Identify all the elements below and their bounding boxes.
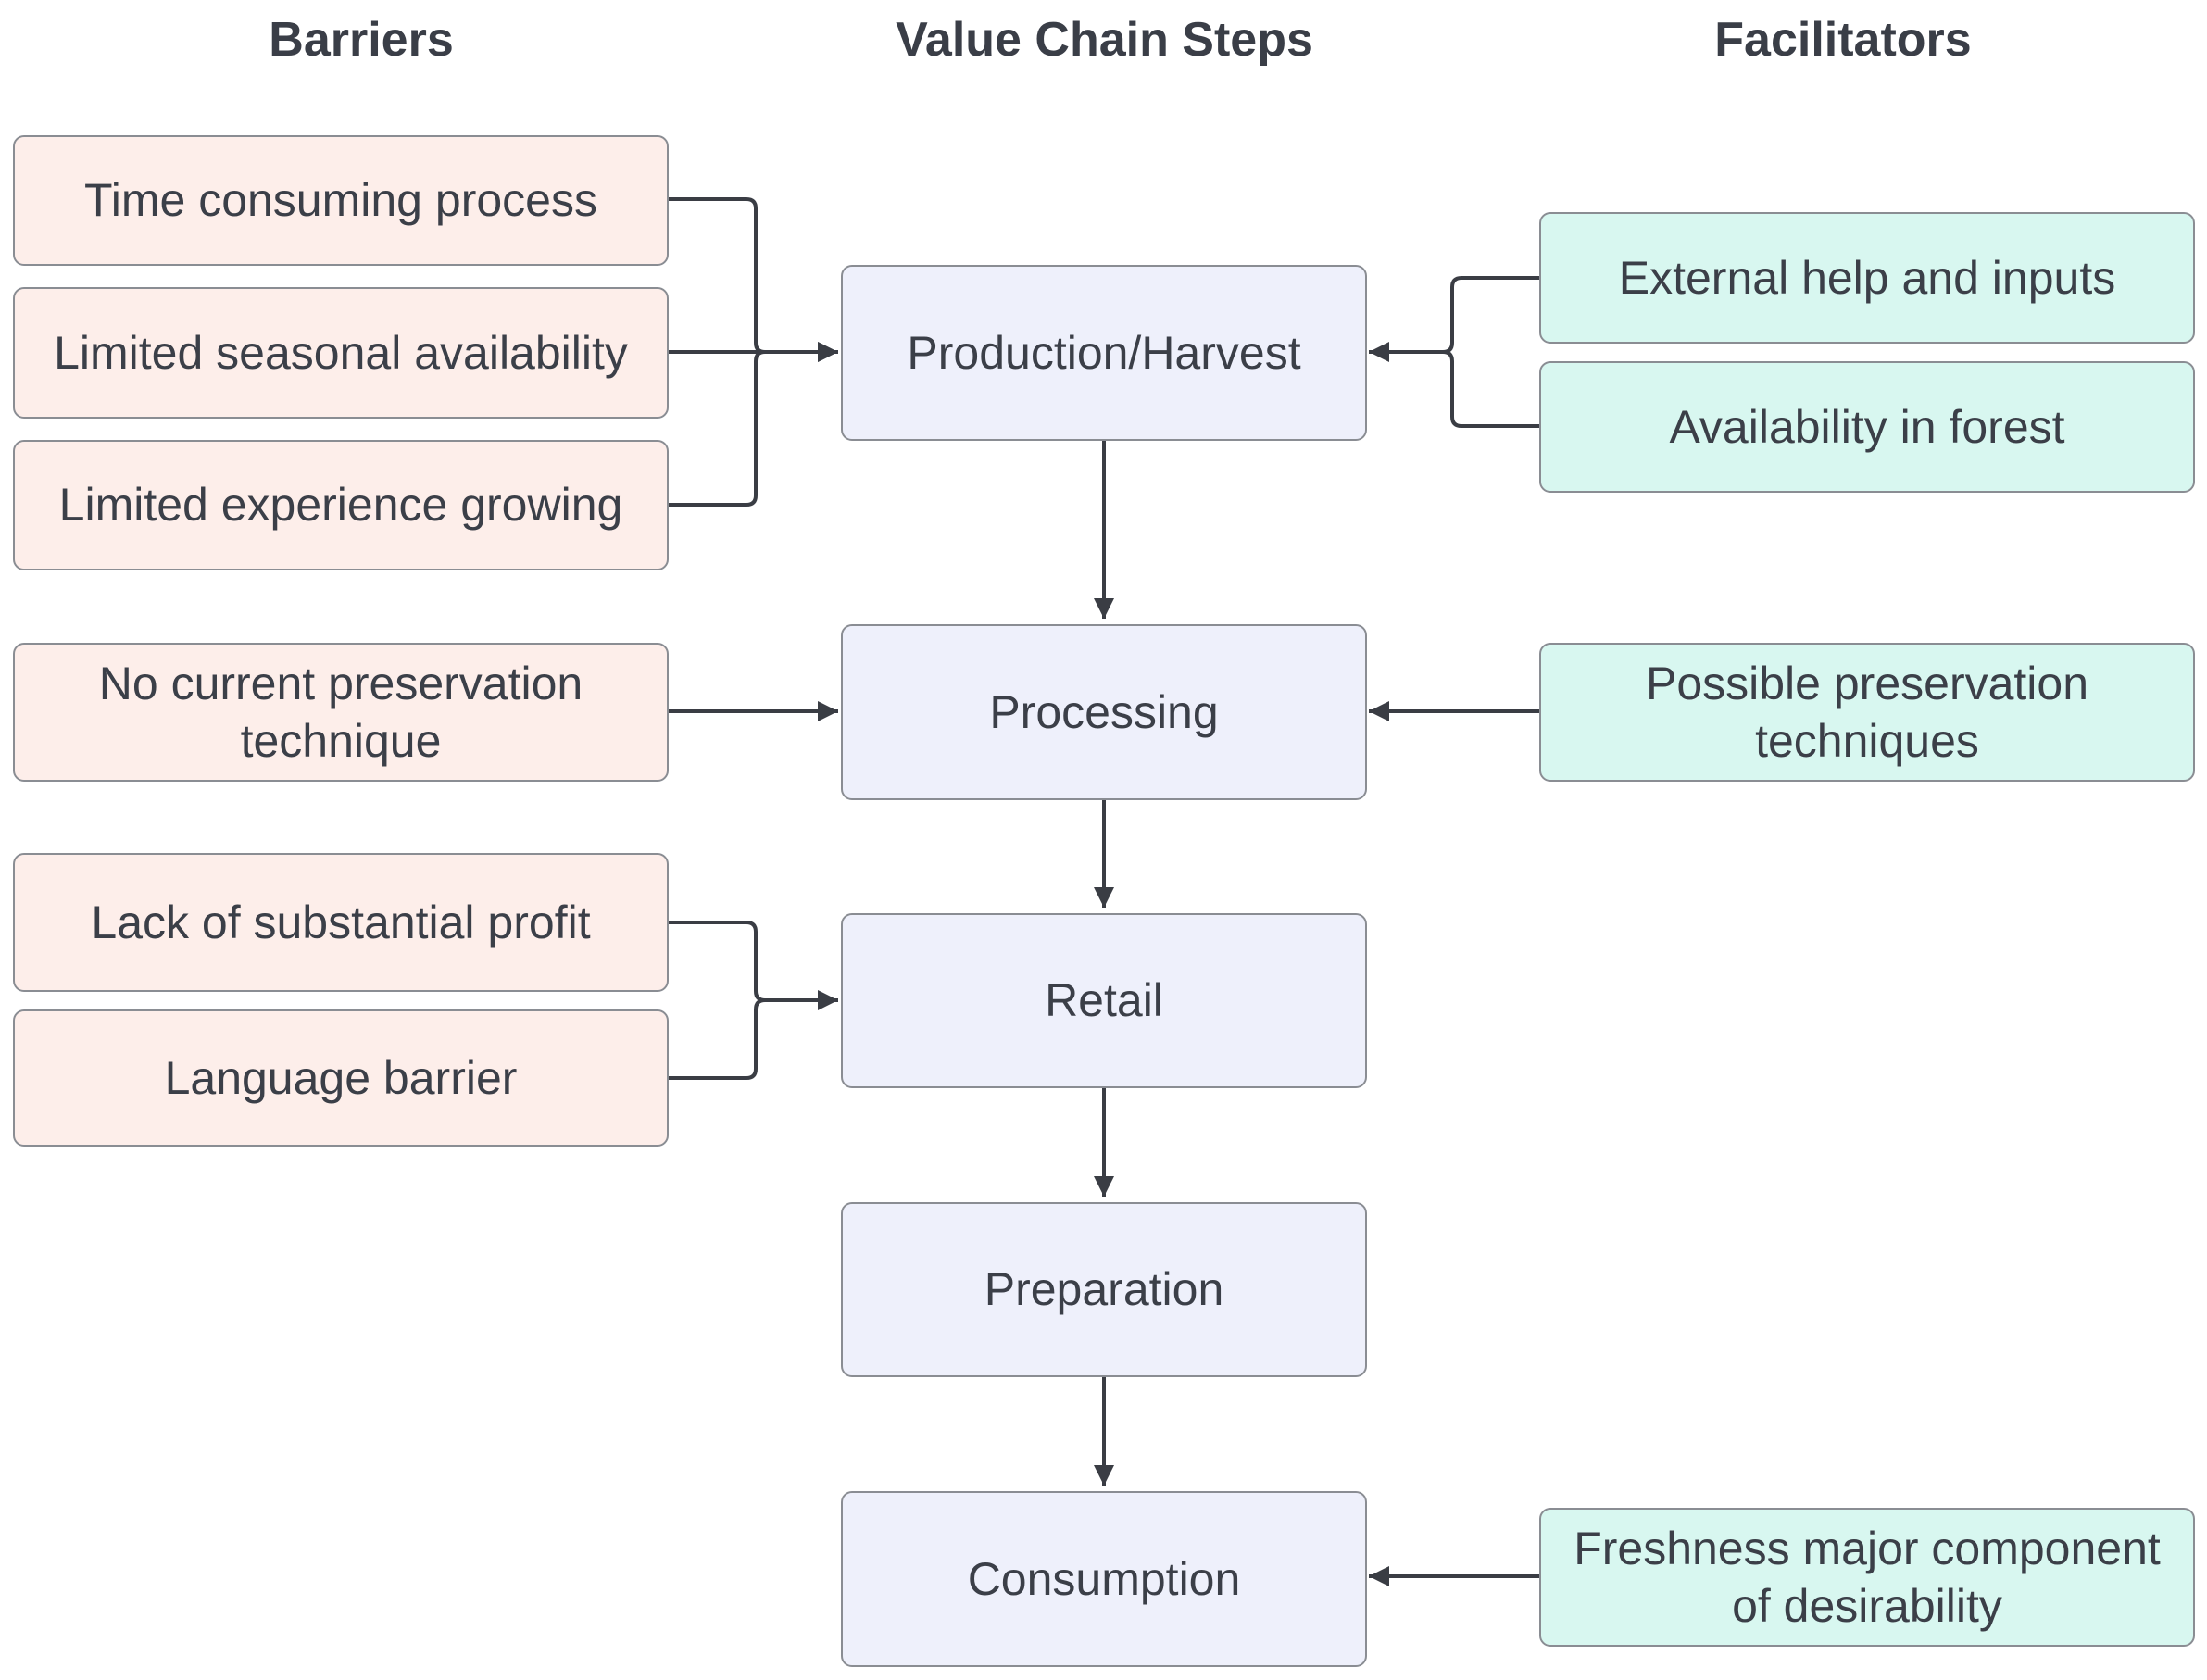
barrier-language-barrier: Language barrier (13, 1009, 669, 1147)
value-chain-steps-header: Value Chain Steps (896, 13, 1313, 67)
connector-experience (669, 350, 766, 507)
facilitator-freshness-major-component-of-desirability: Freshness major component of desirabilit… (1539, 1508, 2195, 1647)
step-production-harvest: Production/Harvest (841, 265, 1367, 441)
facilitator-possible-preservation-techniques: Possible preservation techniques (1539, 643, 2195, 782)
connector-external-help (1369, 276, 1539, 362)
connector-forest (1442, 350, 1539, 428)
connector-time-consuming (669, 197, 838, 362)
facilitator-availability-in-forest: Availability in forest (1539, 361, 2195, 493)
barriers-header: Barriers (269, 13, 454, 67)
barrier-limited-experience-growing: Limited experience growing (13, 440, 669, 570)
step-processing: Processing (841, 624, 1367, 800)
barrier-lack-of-substantial-profit: Lack of substantial profit (13, 853, 669, 992)
barrier-time-consuming-process: Time consuming process (13, 135, 669, 266)
step-retail: Retail (841, 913, 1367, 1088)
barrier-limited-seasonal-availability: Limited seasonal availability (13, 287, 669, 419)
step-consumption: Consumption (841, 1491, 1367, 1667)
step-preparation: Preparation (841, 1202, 1367, 1377)
barrier-no-current-preservation-technique: No current preservation technique (13, 643, 669, 782)
facilitator-external-help-and-inputs: External help and inputs (1539, 212, 2195, 344)
connector-profit (669, 921, 838, 1010)
facilitators-header: Facilitators (1714, 13, 1972, 67)
connector-language (669, 998, 766, 1080)
